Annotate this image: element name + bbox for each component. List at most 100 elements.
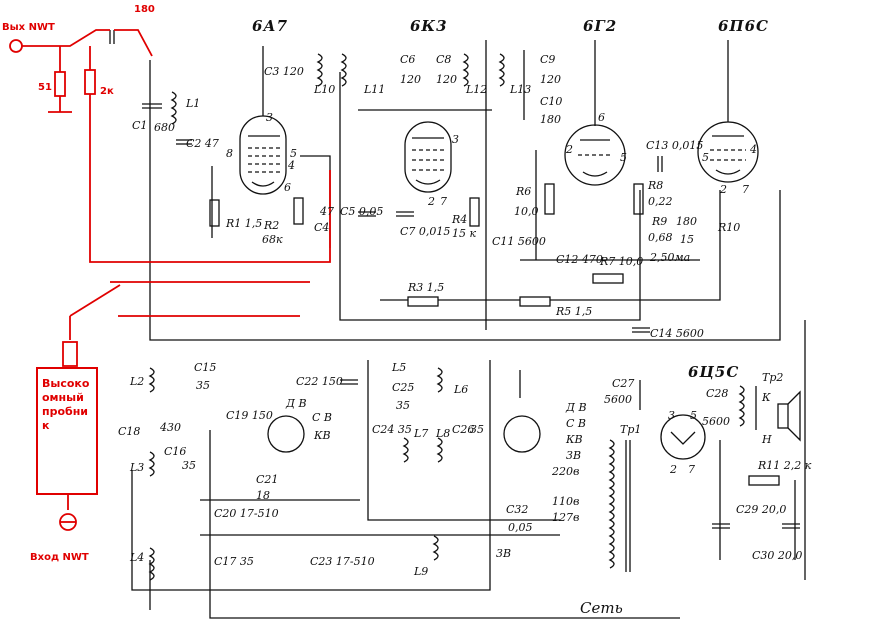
tr2-k: К [762,391,771,404]
l10-label: L10 [314,83,336,96]
tr1-label: Тр1 [620,423,642,436]
r9-label: R9 [652,215,668,228]
c6-label: C6 [400,53,416,66]
pin-label: 2 [566,143,573,156]
switch2-kv: КВ [566,433,583,446]
high-impedance-probe: Высокоомный пробник [36,367,98,495]
l3-label: L3 [130,461,145,474]
pin-label: 2 [428,195,435,208]
c6-value: 120 [400,73,421,86]
mains-label: Сеть [580,599,623,617]
pin-label: 6 [598,111,605,124]
r1-label: R1 1,5 [226,217,263,230]
c5-label: C5 0,05 [340,205,384,218]
pin-label: 2 [720,183,727,196]
r11-label: R11 2,2 к [758,459,812,472]
c17-label: C17 35 [214,555,254,568]
switch1-sv: С В [312,411,332,424]
c3-label: C3 120 [264,65,304,78]
nwt-out-label: Вых NWT [2,22,55,33]
c12-label: C12 470 [556,253,603,266]
r7-label: R7 10,0 [600,255,644,268]
l9-label: L9 [414,565,429,578]
c8-label: C8 [436,53,452,66]
tube-6k3-label: 6К3 [410,17,448,35]
c21-label: C21 [256,473,279,486]
pin-label: 5 [620,151,627,164]
l13-label: L13 [510,83,532,96]
c32-label: C32 [506,503,529,516]
switch1-dv: Д В [286,397,307,410]
c1-label: C1 [132,119,148,132]
c1-value: 680 [154,121,175,134]
pin-label: 2 [670,463,677,476]
tr2-h: Н [762,433,772,446]
voltage-127v: 127в [552,511,580,524]
capacitor-180-label: 180 [134,4,155,15]
switch2-sv: С В [566,417,586,430]
pin-label: 4 [750,143,757,156]
l4-label: L4 [130,551,145,564]
pin-label: 3 [452,133,459,146]
l7-label: L7 [414,427,429,440]
pin-label: 7 [742,183,749,196]
c27-value: 5600 [604,393,632,406]
pin-label: 3 [668,409,675,422]
tube-6k3-envelope [404,121,452,193]
tr2-label: Тр2 [762,371,784,384]
nwt-in-label: Вход NWT [30,552,89,563]
c28-label: C28 [706,387,729,400]
voltage-3v: 3В [566,449,582,462]
c14-label: C14 5600 [650,327,704,340]
pin-label: 5 [690,409,697,422]
voltage-110v: 110в [552,495,580,508]
c4-value: 47 [320,205,334,218]
pin-label: 6 [284,181,291,194]
resistor-2k-label: 2к [100,86,114,97]
r2-label: R2 [264,219,280,232]
c23-label: C23 17-510 [310,555,375,568]
r10-label: R10 [718,221,741,234]
r4-value: 15 к [452,227,477,240]
c24-label: C24 35 [372,423,412,436]
tube-6g2-label: 6Г2 [583,17,618,35]
c2-label: C2 47 [186,137,219,150]
tube-6a7-label: 6А7 [252,17,289,35]
r5-label: R5 1,5 [556,305,593,318]
pin-label: 4 [288,159,295,172]
c22-label: C22 150 [296,375,343,388]
c25-value: 35 [396,399,410,412]
resistor-51-label: 51 [38,82,52,93]
l8-label: L8 [436,427,451,440]
c9-value: 120 [540,73,561,86]
r8-value: 0,22 [648,195,673,208]
probe-label: Высокоомный пробник [42,377,90,432]
r6-value: 10,0 [514,205,539,218]
c26-label: C26 [452,423,475,436]
c32-value: 0,05 [508,521,533,534]
c7-label: C7 0,015 [400,225,451,238]
tube-6a7-envelope [239,115,287,195]
switch2-dv: Д В [566,401,587,414]
c10-value: 180 [540,113,561,126]
c9-label: C9 [540,53,556,66]
pin-label: 7 [688,463,695,476]
pin-label: 5 [290,147,297,160]
tube-6p6s-label: 6П6С [718,17,769,35]
c15-label: C15 [194,361,217,374]
c25-label: C25 [392,381,415,394]
c30-label: C30 20,0 [752,549,803,562]
r10-c: 2,50ма [650,251,691,264]
r10-a: 180 [676,215,697,228]
l6-label: L6 [454,383,469,396]
c8-value: 120 [436,73,457,86]
r3-label: R3 1,5 [408,281,445,294]
switch1-kv: КВ [314,429,331,442]
c11-label: C11 5600 [492,235,546,248]
c4-label: C4 [314,221,330,234]
c18-label: C18 [118,425,141,438]
pin-label: 8 [226,147,233,160]
l1-label: L1 [186,97,201,110]
